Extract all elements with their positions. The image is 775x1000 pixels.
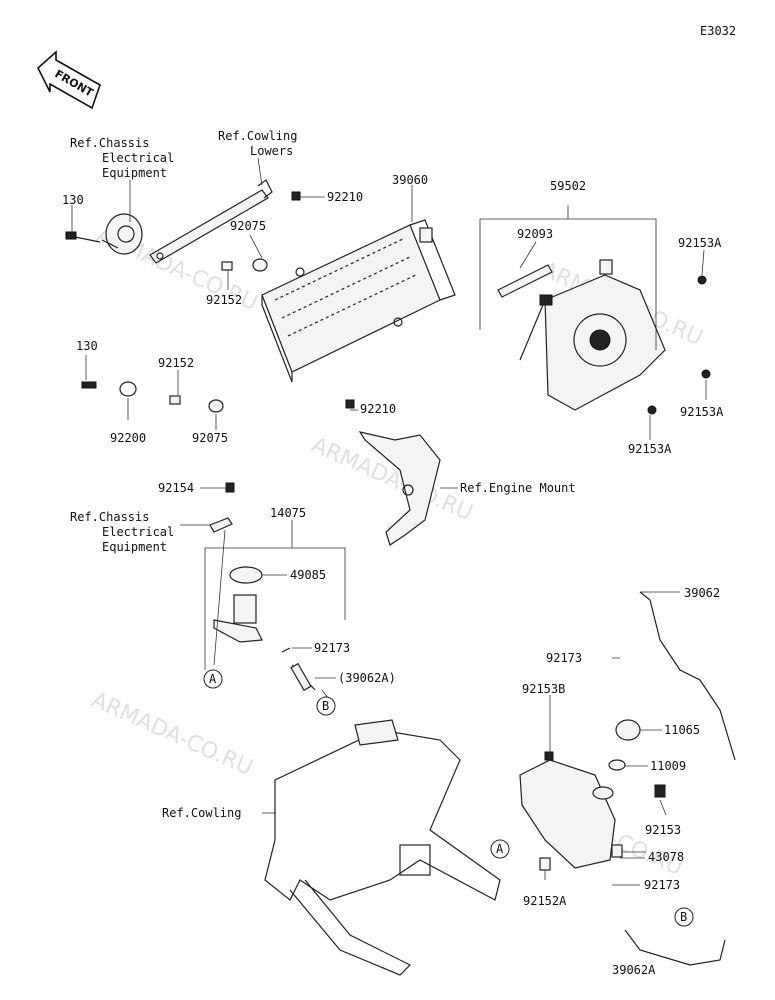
reference-markers: A B A B (203, 669, 694, 927)
label-92153: 92153 (645, 823, 681, 837)
label-92152-top: 92152 (206, 293, 242, 307)
label-92152A: 92152A (523, 894, 567, 908)
fan-bolts (647, 275, 711, 415)
label-130-top: 130 (62, 193, 84, 207)
ref-marker-B-left: B (322, 699, 329, 713)
label-92210-bottom: 92210 (360, 402, 396, 416)
label-130-mid: 130 (76, 339, 98, 353)
label-92210-top: 92210 (327, 190, 363, 204)
label-ref-engine-mount: Ref.Engine Mount (460, 481, 576, 495)
label-11065: 11065 (664, 723, 700, 737)
label-39060: 39060 (392, 173, 428, 187)
label-ref-chassis-1-line2: Electrical (102, 151, 174, 165)
label-92153A-right: 92153A (680, 405, 724, 419)
label-92153A-top: 92153A (678, 236, 722, 250)
label-59502: 59502 (550, 179, 586, 193)
label-39062A-paren: (39062A) (338, 671, 396, 685)
label-92153A-bottom: 92153A (628, 442, 672, 456)
diagram-code: E3032 (700, 24, 736, 38)
label-ref-chassis-1-line1: Ref.Chassis (70, 136, 149, 150)
label-39062: 39062 (684, 586, 720, 600)
overflow-hose (639, 591, 736, 761)
front-direction-marker: FRONT (37, 50, 101, 110)
seal-strip (497, 264, 553, 298)
label-14075: 14075 (270, 506, 306, 520)
label-92075-top: 92075 (230, 219, 266, 233)
label-ref-chassis-1-line3: Equipment (102, 166, 167, 180)
label-ref-chassis-2-line3: Equipment (102, 540, 167, 554)
ref-marker-B-right: B (680, 910, 687, 924)
cowling-frame (264, 719, 501, 976)
label-92153B: 92153B (522, 682, 565, 696)
label-92200: 92200 (110, 431, 146, 445)
leader-lines (71, 157, 707, 886)
label-49085: 49085 (290, 568, 326, 582)
reservoir-hose (624, 929, 726, 966)
label-ref-cowling: Ref.Cowling (162, 806, 241, 820)
callout-labels: Ref.Chassis Electrical Equipment Ref.Cow… (62, 129, 724, 977)
label-39062A: 39062A (612, 963, 656, 977)
label-92075-bottom: 92075 (192, 431, 228, 445)
label-92093: 92093 (517, 227, 553, 241)
label-ref-chassis-2-line2: Electrical (102, 525, 174, 539)
label-92173-left: 92173 (314, 641, 350, 655)
horn-assembly (65, 213, 143, 255)
label-92154: 92154 (158, 481, 194, 495)
ref-marker-A-left: A (209, 672, 217, 686)
radiator (261, 219, 456, 383)
ref-marker-A-right: A (496, 842, 504, 856)
engine-mount-bracket (358, 431, 441, 546)
label-92173-right: 92173 (644, 878, 680, 892)
filler-neck-assembly (209, 482, 316, 692)
mount-hardware-left (81, 191, 355, 413)
label-43078: 43078 (648, 850, 684, 864)
watermark-4: ARMADA-CO.RU (88, 688, 257, 781)
label-ref-chassis-2-line1: Ref.Chassis (70, 510, 149, 524)
label-ref-cowling-lowers-line2: Lowers (250, 144, 293, 158)
label-92173-mid: 92173 (546, 651, 582, 665)
label-ref-cowling-lowers-line1: Ref.Cowling (218, 129, 297, 143)
label-92152-mid: 92152 (158, 356, 194, 370)
cooling-fan-assembly (519, 259, 666, 411)
label-11009: 11009 (650, 759, 686, 773)
coolant-reservoir-tank (519, 719, 666, 871)
